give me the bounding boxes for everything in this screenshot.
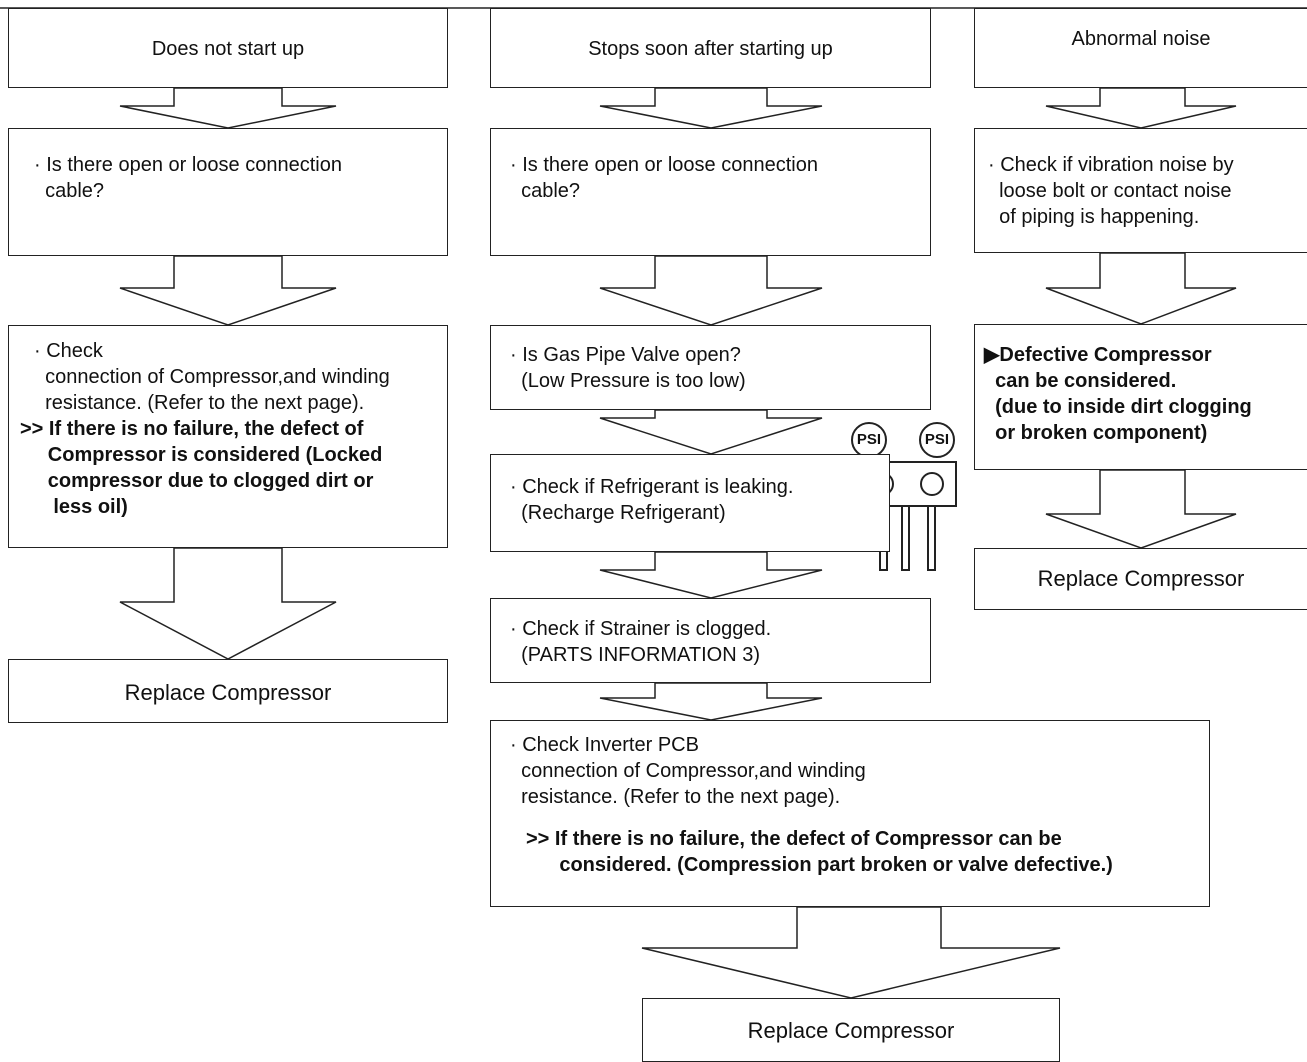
arrow-right-2: [1045, 252, 1237, 325]
right-header-label: Abnormal noise: [1071, 28, 1211, 50]
middle-step5-box: [490, 720, 1210, 907]
left-step2-box: [8, 325, 448, 548]
arrow-middle-3: [599, 409, 823, 455]
right-header-box: [974, 8, 1307, 88]
middle-step5-bold-text: >> If there is no failure, the defect of…: [526, 828, 1113, 876]
left-result-box: [8, 659, 448, 723]
left-step1-text: · Is there open or loose connection cabl…: [34, 154, 342, 202]
middle-step1-box: [490, 128, 931, 256]
middle-step3-text: · Check if Refrigerant is leaking. (Rech…: [510, 476, 794, 524]
left-header-box: [8, 8, 448, 88]
middle-step4-text: · Check if Strainer is clogged. (PARTS I…: [510, 618, 772, 666]
left-step2-text: · Check connection of Compressor,and win…: [34, 340, 390, 414]
middle-step1-text: · Is there open or loose connection cabl…: [510, 154, 818, 202]
left-step1-box: [8, 128, 448, 256]
middle-step5-text: · Check Inverter PCB connection of Compr…: [510, 734, 866, 808]
middle-step2-text: · Is Gas Pipe Valve open? (Low Pressure …: [510, 344, 746, 392]
left-header-label: Does not start up: [151, 38, 305, 60]
right-result-label: Replace Compressor: [1037, 566, 1245, 591]
left-result-label: Replace Compressor: [124, 680, 332, 705]
middle-header-label: Stops soon after starting up: [588, 38, 833, 60]
right-result-box: [974, 548, 1307, 610]
arrow-right-3: [1045, 469, 1237, 549]
arrow-left-2: [119, 255, 337, 326]
arrow-right-1: [1045, 87, 1237, 129]
arrow-middle-2: [599, 255, 823, 326]
left-step2-bold-text: >> If there is no failure, the defect of…: [20, 418, 383, 518]
arrow-middle-4: [599, 551, 823, 599]
middle-result-box: [642, 998, 1060, 1062]
psi-gauge-left-icon: PSI: [851, 422, 887, 458]
right-step1-box: [974, 128, 1307, 253]
right-step1-text: · Check if vibration noise by loose bolt…: [988, 154, 1234, 228]
middle-step3-box: [490, 454, 890, 552]
middle-step4-box: [490, 598, 931, 683]
arrow-middle-5: [599, 682, 823, 721]
middle-step2-box: [490, 325, 931, 410]
arrow-middle-1: [599, 87, 823, 129]
arrow-left-3: [119, 547, 337, 660]
right-step2-bold-text: ▶Defective Compressor can be considered.…: [984, 344, 1252, 444]
psi-gauge-right-icon: PSI: [919, 422, 955, 458]
arrow-middle-6: [641, 906, 1061, 999]
middle-header-box: [490, 8, 931, 88]
middle-result-label: Replace Compressor: [747, 1018, 955, 1043]
arrow-left-1: [119, 87, 337, 129]
right-step2-box: [974, 324, 1307, 470]
